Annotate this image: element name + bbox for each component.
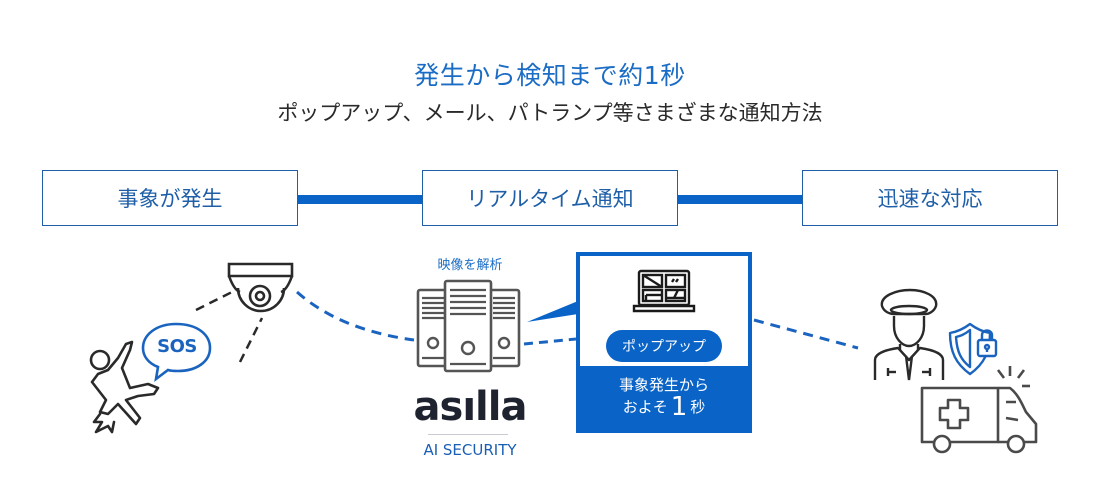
popup-to-response-line bbox=[753, 318, 859, 350]
band-line-1: 事象発生から bbox=[618, 376, 709, 394]
dome-camera-icon bbox=[227, 262, 294, 313]
falling-person-icon bbox=[89, 340, 160, 434]
headline: 発生から検知まで約1秒 bbox=[414, 61, 686, 90]
shield-lock-icon bbox=[948, 322, 998, 376]
stage-label: 事象が発生 bbox=[117, 187, 223, 211]
ambulance-icon bbox=[920, 366, 1038, 454]
stage-label: 迅速な対応 bbox=[877, 187, 983, 211]
logo-divider bbox=[428, 434, 508, 435]
band-number: 1 bbox=[670, 392, 688, 422]
analysis-caption: 映像を解析 bbox=[437, 258, 503, 273]
popup-button[interactable]: ポップアップ bbox=[606, 330, 722, 362]
band-suffix: 秒 bbox=[690, 398, 706, 416]
camera-view-line bbox=[195, 290, 264, 363]
server-icon bbox=[416, 279, 521, 373]
stage-label: リアルタイム通知 bbox=[466, 187, 634, 211]
stage-connector bbox=[298, 195, 423, 204]
popup-pointer bbox=[527, 301, 578, 322]
stage-event-occurs: 事象が発生 bbox=[42, 170, 298, 226]
stage-connector bbox=[678, 195, 802, 204]
sub-headline: ポップアップ、メール、パトランプ等さまざまな通知方法 bbox=[277, 101, 823, 125]
laptop-icon bbox=[632, 269, 696, 313]
stage-realtime-notification: リアルタイム通知 bbox=[422, 170, 678, 226]
speech-bubble-icon bbox=[141, 322, 212, 382]
logo-subtitle: AI SECURITY bbox=[423, 441, 517, 459]
camera-to-server-line bbox=[296, 290, 415, 342]
security-guard-icon bbox=[873, 288, 945, 381]
band-prefix: およそ bbox=[622, 398, 668, 416]
stage-rapid-response: 迅速な対応 bbox=[802, 170, 1058, 226]
server-to-popup-line bbox=[523, 337, 577, 346]
asilla-logo: asılla bbox=[413, 384, 528, 430]
sos-text: SOS bbox=[157, 336, 197, 357]
